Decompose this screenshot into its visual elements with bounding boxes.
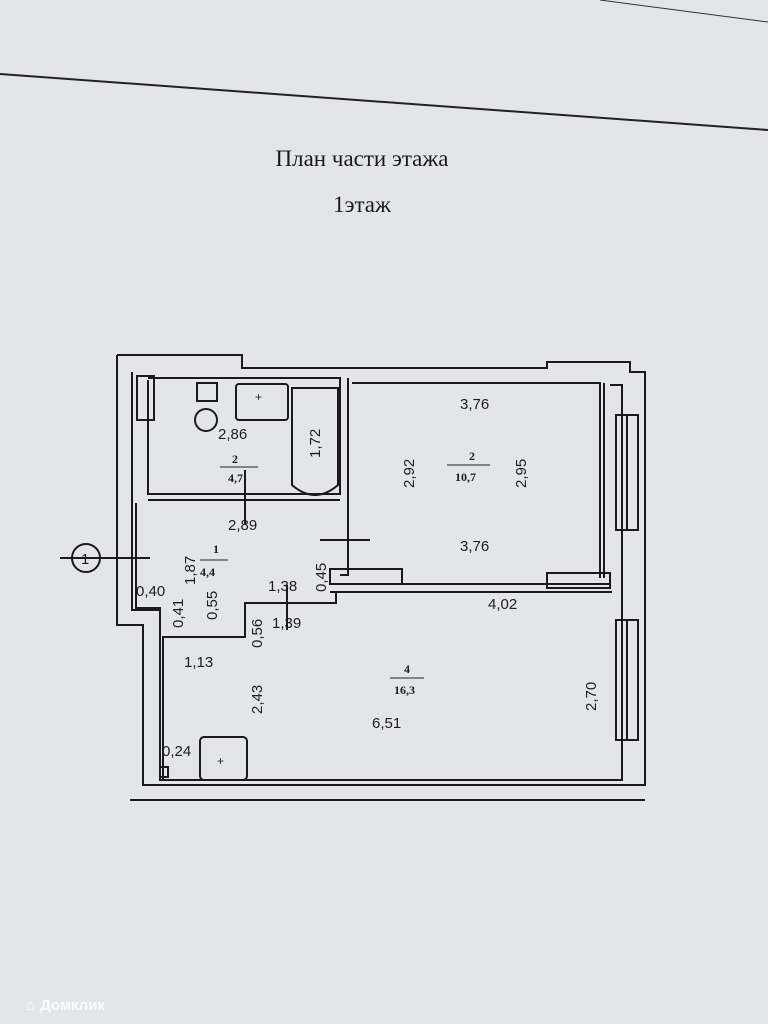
fixture-marks: + +: [217, 390, 262, 768]
dim-label: 3,76: [460, 538, 489, 555]
dim-label: 2,92: [401, 459, 418, 488]
room-area: 4,4: [200, 565, 215, 579]
room-area: 4,7: [228, 471, 243, 485]
paper-edge: [599, 0, 768, 23]
dim-label: 1,13: [184, 654, 213, 671]
plan-title: План части этажа: [275, 146, 449, 171]
sink-plus-icon: +: [217, 754, 224, 768]
dim-label: 2,86: [218, 426, 247, 443]
room-number: 1: [213, 542, 219, 556]
dim-label: 2,95: [513, 459, 530, 488]
dim-label: 0,55: [204, 591, 221, 620]
dim-label: 0,40: [136, 583, 165, 600]
dim-label: 6,51: [372, 715, 401, 732]
house-logo-icon: ⌂: [26, 997, 36, 1014]
room-number: 2: [469, 449, 475, 463]
dimension-labels: 3,76 2,86 1,72 2,92 2,95 2,89 1,87 3,76 …: [136, 396, 600, 760]
room-number: 4: [404, 662, 410, 676]
floor-label: 1этаж: [333, 192, 391, 217]
dim-label: 1,72: [307, 429, 324, 458]
dim-label: 3,76: [460, 396, 489, 413]
dim-label: 1,39: [272, 615, 301, 632]
room-area: 16,3: [394, 683, 415, 697]
watermark-text: Домклик: [40, 997, 105, 1014]
axis-marker-label: 1: [81, 551, 89, 568]
dim-label: 4,02: [488, 596, 517, 613]
watermark: ⌂Домклик: [26, 997, 105, 1014]
dim-label: 2,43: [249, 685, 266, 714]
walls: [60, 354, 646, 801]
dim-label: 0,45: [313, 563, 330, 592]
room-number: 2: [232, 452, 238, 466]
dim-label: 2,89: [228, 517, 257, 534]
sink-plus-icon: +: [255, 390, 262, 404]
page-edge-line: [0, 73, 768, 131]
dim-label: 0,41: [170, 599, 187, 628]
dim-label: 1,87: [182, 556, 199, 585]
dim-label: 2,70: [583, 682, 600, 711]
axis-marker-circle: [71, 543, 101, 573]
dim-label: 0,56: [249, 619, 266, 648]
dim-label: 0,24: [162, 743, 191, 760]
room-area: 10,7: [455, 470, 476, 484]
room-labels: 2 4,7 2 10,7 1 4,4 4 16,3: [200, 449, 490, 697]
dim-label: 1,38: [268, 578, 297, 595]
